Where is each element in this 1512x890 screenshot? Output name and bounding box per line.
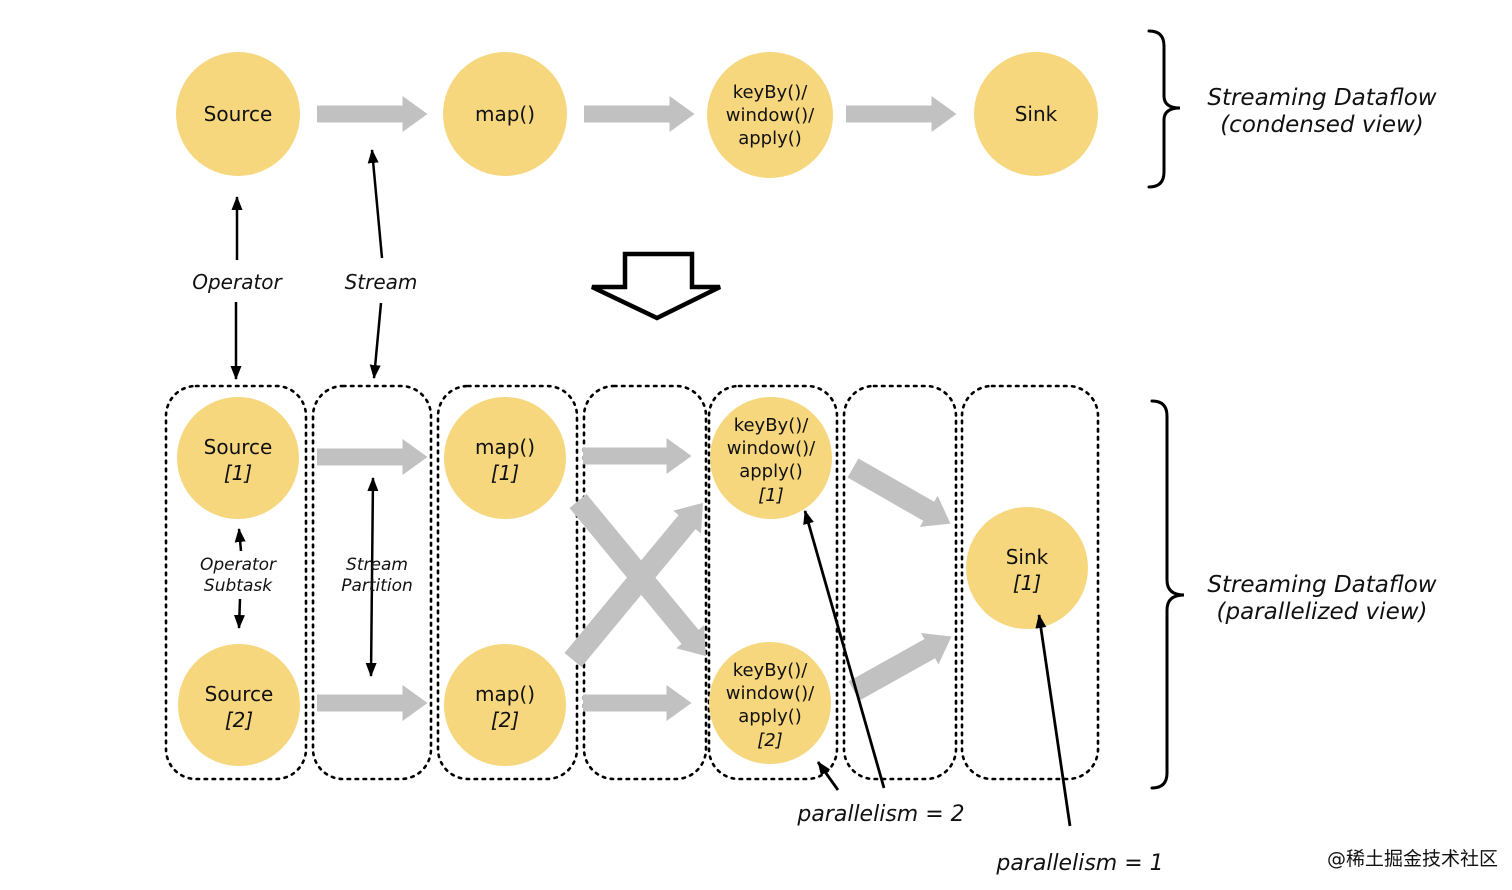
source-label: Source (204, 102, 273, 126)
column-source (164, 384, 308, 781)
parallelism-2-arrow-to-keyby1 (803, 510, 886, 789)
sink-circle (974, 52, 1098, 176)
parallelized-caption-line1: Streaming Dataflow (1207, 572, 1436, 598)
stream-arrow-down (369, 302, 383, 379)
parallelism-1-arrow-to-sink1 (1035, 614, 1072, 827)
stream-partition-arrow (365, 477, 379, 677)
node-keyby-1: keyBy()/ window()/ apply() [1] (710, 397, 832, 519)
node-map: map() (443, 52, 567, 176)
node-sink: Sink (974, 52, 1098, 176)
source-2-circle (178, 644, 300, 766)
source-1-index: [1] (224, 461, 252, 485)
condensed-caption-line1: Streaming Dataflow (1207, 85, 1436, 111)
operator-label: Operator (192, 270, 283, 294)
watermark-text: @稀土掘金技术社区 (1327, 848, 1498, 870)
map-1-label: map() (475, 435, 535, 459)
parallelism-2-label: parallelism = 2 (796, 802, 964, 827)
operator-subtask-arrow-down (233, 598, 245, 629)
column-shuffle (582, 384, 708, 781)
parallelism-1-label: parallelism = 1 (995, 851, 1163, 876)
sink-label: Sink (1015, 102, 1058, 126)
map-circle (443, 52, 567, 176)
edge-keyby1-to-sink1 (847, 458, 951, 527)
operator-subtask-label-line1: Operator (200, 555, 277, 575)
keyby-1-circle (710, 397, 832, 519)
stream-partition-label-line1: Stream (346, 555, 408, 575)
parallelized-brace (1150, 399, 1185, 790)
edge-keyby2-to-sink1 (848, 633, 952, 701)
keyby-2-label-line1: keyBy()/ (733, 660, 809, 681)
keyby-2-label-line3: apply() (738, 706, 802, 727)
source-2-index: [2] (225, 708, 253, 732)
keyby-label-line1: keyBy()/ (733, 82, 809, 103)
node-map-1: map() [1] (444, 397, 566, 519)
keyby-label-line2: window()/ (726, 105, 815, 126)
condensed-brace (1147, 29, 1181, 189)
condensed-caption-line2: (condensed view) (1220, 112, 1424, 138)
source-circle (176, 52, 300, 176)
keyby-1-label-line2: window()/ (727, 438, 816, 459)
node-source-1: Source [1] (177, 397, 299, 519)
condensed-view: Source map() keyBy()/ window()/ apply() … (176, 29, 1437, 189)
stream-arrow-up (367, 149, 384, 259)
parallelized-caption-line2: (parallelized view) (1217, 599, 1428, 625)
keyby-1-index: [1] (758, 485, 784, 506)
keyby-2-label-line2: window()/ (726, 683, 815, 704)
node-keyby-2: keyBy()/ window()/ apply() [2] (709, 642, 831, 764)
map-1-index: [1] (491, 461, 519, 485)
keyby-1-label-line1: keyBy()/ (734, 415, 810, 436)
operator-subtask-label-line2: Subtask (204, 576, 273, 596)
source-2-label: Source (205, 682, 274, 706)
map-2-index: [2] (491, 708, 519, 732)
column-sink (960, 384, 1100, 781)
sink-1-index: [1] (1013, 571, 1041, 595)
map-2-circle (444, 644, 566, 766)
keyby-circle (707, 52, 833, 178)
node-map-2: map() [2] (444, 644, 566, 766)
keyby-2-circle (709, 642, 831, 764)
stream-partition-label-line2: Partition (341, 576, 413, 596)
column-stream-partition-1 (311, 384, 433, 781)
stream-label: Stream (345, 270, 418, 294)
node-source: Source (176, 52, 300, 176)
sink-1-circle (966, 507, 1088, 629)
node-sink-1: Sink [1] (966, 507, 1088, 629)
parallelism-2-arrow-to-keyby2 (816, 761, 840, 791)
map-label: map() (475, 102, 535, 126)
keyby-label-line3: apply() (738, 128, 802, 149)
edge-map2-to-keyby1 (564, 502, 703, 668)
node-source-2: Source [2] (178, 644, 300, 766)
column-keyby (707, 384, 839, 781)
transition-down-arrow-icon (591, 251, 721, 321)
middle-annotations: Operator Stream (192, 149, 721, 380)
node-keyby: keyBy()/ window()/ apply() (707, 52, 833, 178)
keyby-2-index: [2] (757, 730, 783, 751)
sink-1-label: Sink (1006, 545, 1049, 569)
source-1-label: Source (204, 435, 273, 459)
column-stream-partition-2 (842, 384, 958, 781)
source-1-circle (177, 397, 299, 519)
map-1-circle (444, 397, 566, 519)
keyby-1-label-line3: apply() (739, 461, 803, 482)
map-2-label: map() (475, 682, 535, 706)
column-map (436, 384, 579, 781)
operator-subtask-arrow-up (234, 528, 246, 552)
parallelized-view: Source [1] Source [2] map() [1] map() [2… (164, 384, 1437, 876)
